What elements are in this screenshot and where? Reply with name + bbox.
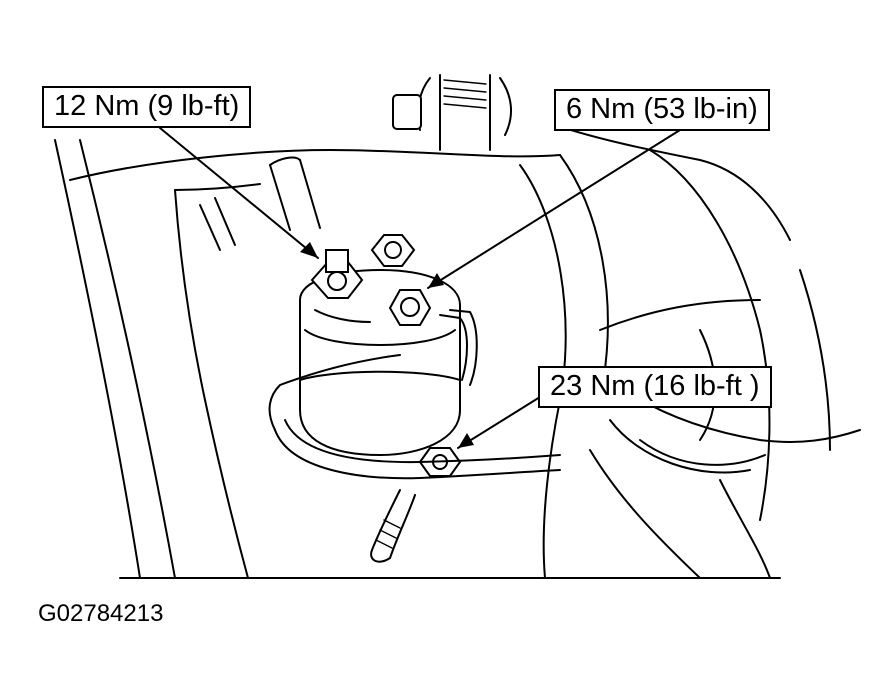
engine-background	[54, 74, 861, 579]
receiver-drier-body	[299, 269, 461, 456]
torque-callout-upper-left-text: 12 Nm (9 lb-ft)	[54, 90, 240, 122]
torque-callout-upper-right: 6 Nm (53 lb-in)	[554, 89, 770, 131]
upper-right-bolt	[388, 289, 432, 326]
upper-left-nut	[310, 249, 364, 299]
torque-callout-upper-right-text: 6 Nm (53 lb-in)	[566, 93, 758, 125]
figure-identifier: G02784213	[38, 600, 164, 627]
refrigerant-lines	[268, 309, 561, 563]
torque-callout-lower-right-text: 23 Nm (16 lb-ft )	[550, 370, 760, 402]
leader-lines	[159, 127, 681, 449]
middle-nut	[370, 234, 416, 267]
torque-callout-lower-right: 23 Nm (16 lb-ft )	[538, 366, 772, 408]
torque-callout-upper-left: 12 Nm (9 lb-ft)	[42, 86, 252, 128]
